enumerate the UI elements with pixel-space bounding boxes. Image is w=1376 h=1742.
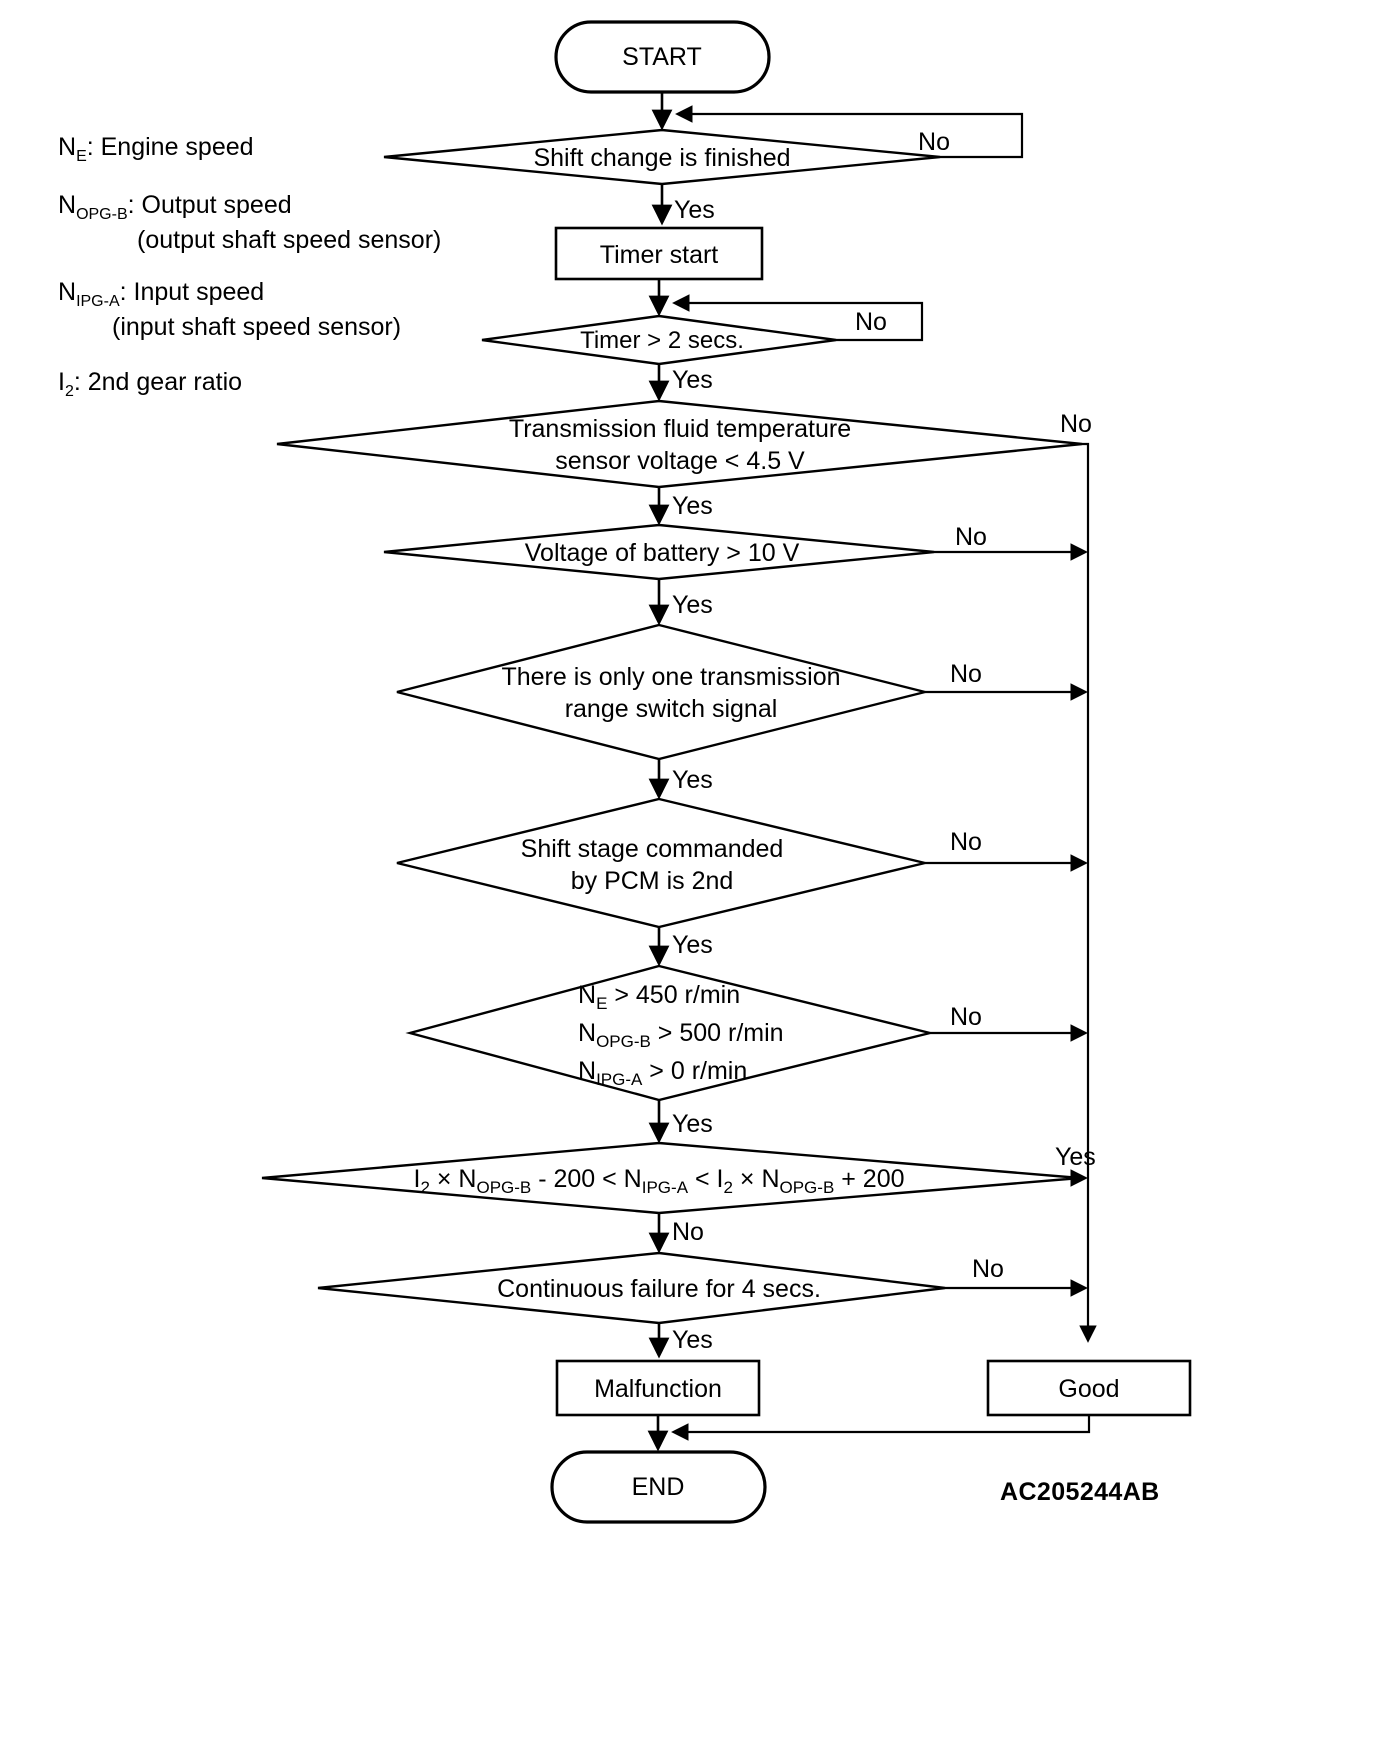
branch-stage-yes: Yes bbox=[672, 931, 713, 959]
node-speed-l2: NOPG-B > 500 r/min bbox=[578, 1019, 784, 1051]
branch-battery-no: No bbox=[955, 523, 987, 551]
branch-shift-yes: Yes bbox=[674, 196, 715, 224]
figure-code: AC205244AB bbox=[1000, 1478, 1160, 1506]
edge-timer-no-loop bbox=[672, 294, 924, 342]
node-speed-l3: NIPG-A > 0 r/min bbox=[578, 1057, 747, 1089]
node-timer-check: Timer > 2 secs. bbox=[481, 314, 837, 366]
node-shift-change: Shift change is finished bbox=[383, 128, 941, 186]
branch-fluid-yes: Yes bbox=[672, 492, 713, 520]
node-continuous-failure: Continuous failure for 4 secs. bbox=[317, 1251, 946, 1325]
branch-failure-yes: Yes bbox=[672, 1326, 713, 1354]
node-timer-start: Timer start bbox=[554, 226, 764, 281]
legend-item-2: NIPG-A: Input speed bbox=[58, 278, 264, 310]
edge-shift-no-loop bbox=[675, 105, 1024, 159]
node-fluid-temp-l1: Transmission fluid temperature bbox=[509, 415, 851, 443]
node-ratio-window: I2 × NOPG-B - 200 < NIPG-A < I2 × NOPG-B… bbox=[261, 1141, 1081, 1215]
edge-good-to-end bbox=[671, 1415, 1091, 1441]
node-good-label: Good bbox=[1058, 1375, 1119, 1403]
node-continuous-failure-label: Continuous failure for 4 secs. bbox=[497, 1275, 821, 1303]
node-timer-check-label: Timer > 2 secs. bbox=[580, 327, 744, 354]
node-end: END bbox=[550, 1450, 767, 1524]
legend-item-2-cont: (input shaft speed sensor) bbox=[112, 313, 401, 341]
node-shift-stage: Shift stage commanded by PCM is 2nd bbox=[396, 797, 926, 929]
branch-range-no: No bbox=[950, 660, 982, 688]
node-good: Good bbox=[986, 1359, 1192, 1417]
node-battery: Voltage of battery > 10 V bbox=[383, 523, 935, 581]
node-malfunction-label: Malfunction bbox=[594, 1375, 722, 1403]
node-fluid-temp-l2: sensor voltage < 4.5 V bbox=[555, 447, 805, 475]
node-battery-label: Voltage of battery > 10 V bbox=[525, 539, 800, 567]
node-fluid-temp: Transmission fluid temperature sensor vo… bbox=[276, 399, 1083, 489]
branch-timer-no: No bbox=[855, 308, 887, 336]
node-end-label: END bbox=[632, 1473, 685, 1501]
branch-stage-no: No bbox=[950, 828, 982, 856]
node-malfunction: Malfunction bbox=[555, 1359, 761, 1417]
node-range-switch-l1: There is only one transmission bbox=[501, 663, 840, 691]
node-ratio-label: I2 × NOPG-B - 200 < NIPG-A < I2 × NOPG-B… bbox=[414, 1165, 905, 1197]
legend-item-1-cont: (output shaft speed sensor) bbox=[137, 226, 441, 254]
branch-fluid-no: No bbox=[1060, 410, 1092, 438]
node-shift-change-label: Shift change is finished bbox=[533, 144, 790, 172]
branch-speeds-yes: Yes bbox=[672, 1110, 713, 1138]
edge-fluid-no-to-good bbox=[1079, 442, 1097, 1343]
branch-shift-no: No bbox=[918, 128, 950, 156]
node-range-switch-l2: range switch signal bbox=[565, 695, 778, 723]
legend-item-3: I2: 2nd gear ratio bbox=[58, 368, 242, 400]
branch-timer-yes: Yes bbox=[672, 366, 713, 394]
node-speed-l1: NE > 450 r/min bbox=[578, 981, 740, 1013]
legend: NE: Engine speed NOPG-B: Output speed (o… bbox=[58, 133, 441, 400]
legend-item-0: NE: Engine speed bbox=[58, 133, 254, 165]
branch-ratio-no: No bbox=[672, 1218, 704, 1246]
node-range-switch: There is only one transmission range swi… bbox=[396, 623, 926, 761]
node-start: START bbox=[554, 20, 771, 94]
node-shift-stage-l2: by PCM is 2nd bbox=[571, 867, 734, 895]
branch-speeds-no: No bbox=[950, 1003, 982, 1031]
branch-failure-no: No bbox=[972, 1255, 1004, 1283]
branch-range-yes: Yes bbox=[672, 766, 713, 794]
node-speed-conditions: NE > 450 r/min NOPG-B > 500 r/min NIPG-A… bbox=[405, 964, 931, 1102]
node-timer-start-label: Timer start bbox=[600, 241, 719, 269]
legend-item-1: NOPG-B: Output speed bbox=[58, 191, 292, 223]
node-start-label: START bbox=[622, 43, 702, 71]
branch-ratio-yes: Yes bbox=[1055, 1143, 1096, 1171]
node-shift-stage-l1: Shift stage commanded bbox=[521, 835, 784, 863]
branch-battery-yes: Yes bbox=[672, 591, 713, 619]
